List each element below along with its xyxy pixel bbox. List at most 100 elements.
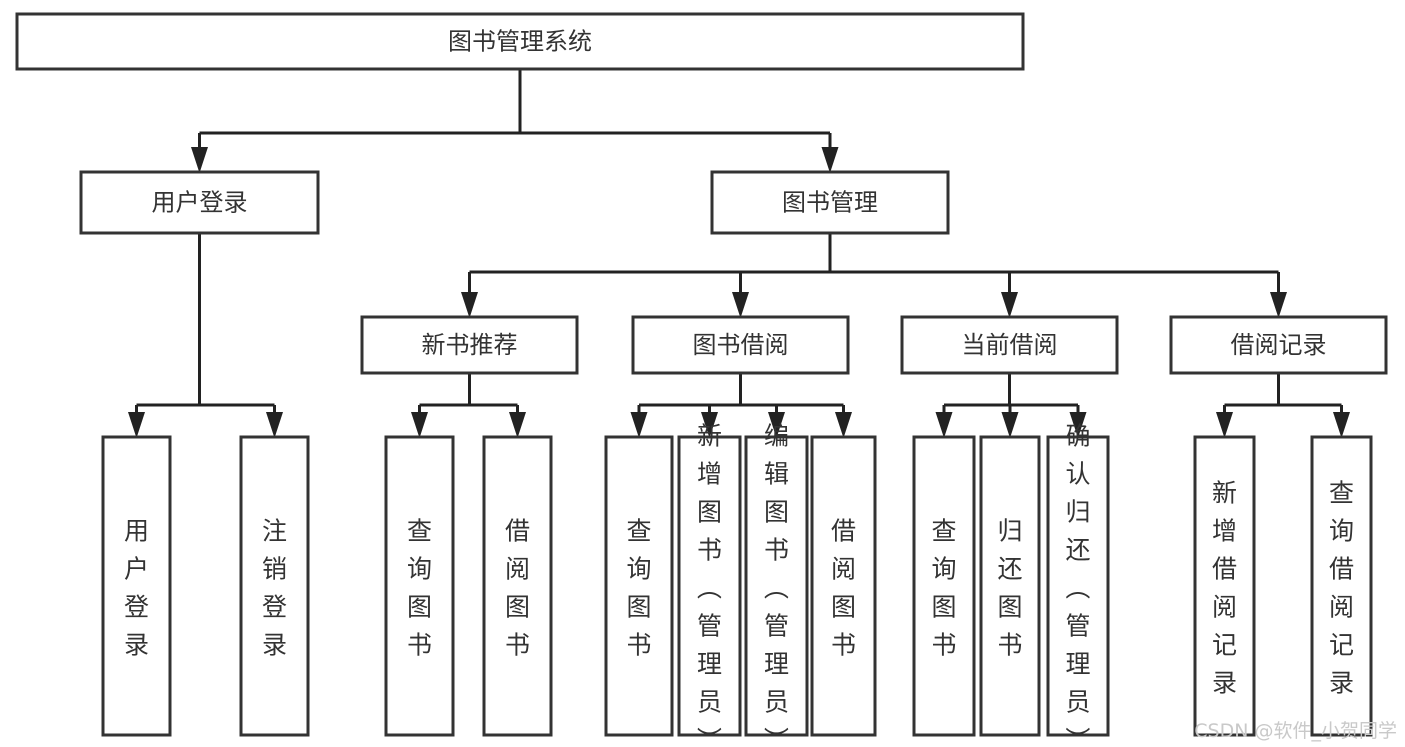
node-new-book-recommend[interactable]: 新书推荐: [360, 315, 579, 375]
node-leaf-query-borrow-record[interactable]: 查询借阅记录查询借阅记录: [1310, 435, 1373, 737]
node-box[interactable]: [912, 435, 976, 737]
arrow-head-icon: [768, 412, 785, 438]
node-label-char: 图: [697, 498, 722, 527]
node-box[interactable]: [1193, 435, 1256, 737]
node-label-char: 书: [697, 536, 722, 565]
node-label-char: 询: [407, 555, 432, 584]
node-label-char: 阅: [505, 555, 530, 584]
node-box[interactable]: [101, 435, 172, 737]
node-box[interactable]: [239, 435, 310, 737]
node-root[interactable]: 图书管理系统: [15, 12, 1025, 71]
node-box[interactable]: [360, 315, 579, 375]
node-leaf-return-book[interactable]: 归还图书归还图书: [979, 435, 1041, 737]
node-box[interactable]: [384, 435, 455, 737]
node-label-char: 新: [697, 422, 722, 451]
node-leaf-query-book-1[interactable]: 查询图书查询图书: [384, 435, 455, 737]
node-label-char: 记: [1212, 631, 1237, 660]
node-current-borrow[interactable]: 当前借阅: [900, 315, 1119, 375]
node-label-char: 阅: [831, 555, 856, 584]
node-label-char: 阅: [1329, 593, 1354, 622]
arrow-head-icon: [835, 412, 852, 438]
node-label-char: 登: [262, 593, 287, 622]
node-leaf-user-login[interactable]: 用户登录用户登录: [101, 435, 172, 737]
node-label-char: 图: [997, 593, 1022, 622]
node-box[interactable]: [979, 435, 1041, 737]
node-label-char: 图: [931, 593, 956, 622]
arrow-head-icon: [630, 412, 648, 438]
node-box[interactable]: [744, 435, 809, 737]
arrow-head-icon: [935, 412, 953, 438]
node-label-char: 归: [997, 517, 1022, 546]
node-label-char: 图: [407, 593, 432, 622]
node-label: 借阅记录: [1231, 331, 1327, 359]
node-label-char: 员: [1065, 688, 1090, 717]
node-box[interactable]: [710, 170, 950, 235]
node-label-char: 图: [626, 593, 651, 622]
node-leaf-borrow-book-1[interactable]: 借阅图书借阅图书: [482, 435, 553, 737]
node-label-char: （: [1062, 575, 1091, 600]
node-box[interactable]: [677, 435, 742, 737]
node-label-char: 归: [1065, 498, 1090, 527]
node-label-char: 书: [931, 631, 956, 660]
node-label-char: 书: [764, 536, 789, 565]
node-label-char: 询: [1329, 517, 1354, 546]
node-label-char: 阅: [1212, 593, 1237, 622]
node-label-char: 注: [262, 517, 287, 546]
node-book-borrow[interactable]: 图书借阅: [631, 315, 850, 375]
node-leaf-query-book-3[interactable]: 查询图书查询图书: [912, 435, 976, 737]
node-label-char: 管: [1065, 612, 1090, 641]
node-box[interactable]: [15, 12, 1025, 71]
node-leaf-user-logout[interactable]: 注销登录注销登录: [239, 435, 310, 737]
node-label-char: 理: [1065, 650, 1090, 679]
node-label-char: 增: [697, 460, 722, 489]
node-label: 新书推荐: [422, 331, 518, 359]
node-user-login[interactable]: 用户登录: [79, 170, 320, 235]
node-label-char: 户: [124, 555, 149, 584]
node-label-char: 借: [1329, 555, 1354, 584]
node-label-char: 图: [764, 498, 789, 527]
node-leaf-query-book-2[interactable]: 查询图书查询图书: [604, 435, 674, 737]
node-book-manage[interactable]: 图书管理: [710, 170, 950, 235]
node-layer: 图书管理系统用户登录图书管理新书推荐图书借阅当前借阅借阅记录用户登录用户登录注销…: [15, 12, 1388, 747]
node-label-char: 录: [1329, 669, 1354, 698]
node-box[interactable]: [1169, 315, 1388, 375]
node-label-char: 书: [831, 631, 856, 660]
node-box[interactable]: [482, 435, 553, 737]
node-box[interactable]: [810, 435, 877, 737]
node-box[interactable]: [79, 170, 320, 235]
node-label-char: 登: [124, 593, 149, 622]
node-borrow-record[interactable]: 借阅记录: [1169, 315, 1388, 375]
node-label-char: 还: [1065, 536, 1090, 565]
node-box[interactable]: [1046, 435, 1110, 737]
node-label: 当前借阅: [962, 331, 1058, 359]
node-label: 用户登录: [152, 189, 248, 217]
node-box[interactable]: [1310, 435, 1373, 737]
arrow-head-icon: [701, 412, 718, 438]
node-label-char: 录: [262, 631, 287, 660]
node-label-char: 编: [764, 422, 789, 451]
node-box[interactable]: [631, 315, 850, 375]
node-label-char: 查: [407, 517, 432, 546]
csdn-watermark: CSDN @软件_小贺同学: [1194, 720, 1397, 742]
node-label-char: 录: [1212, 669, 1237, 698]
node-label-char: ）: [694, 727, 723, 747]
node-label: 图书借阅: [693, 331, 789, 359]
arrow-head-icon: [461, 292, 478, 318]
node-box[interactable]: [604, 435, 674, 737]
node-label-char: 管: [764, 612, 789, 641]
node-leaf-add-borrow-record[interactable]: 新增借阅记录新增借阅记录: [1193, 435, 1256, 737]
node-label-char: 员: [697, 688, 722, 717]
arrow-head-icon: [128, 412, 145, 438]
node-label-char: 记: [1329, 631, 1354, 660]
node-leaf-borrow-book-2[interactable]: 借阅图书借阅图书: [810, 435, 877, 737]
node-label-char: 员: [764, 688, 789, 717]
node-box[interactable]: [900, 315, 1119, 375]
node-label: 图书管理: [782, 189, 878, 217]
node-label-char: 销: [262, 555, 287, 584]
node-label-char: 询: [931, 555, 956, 584]
